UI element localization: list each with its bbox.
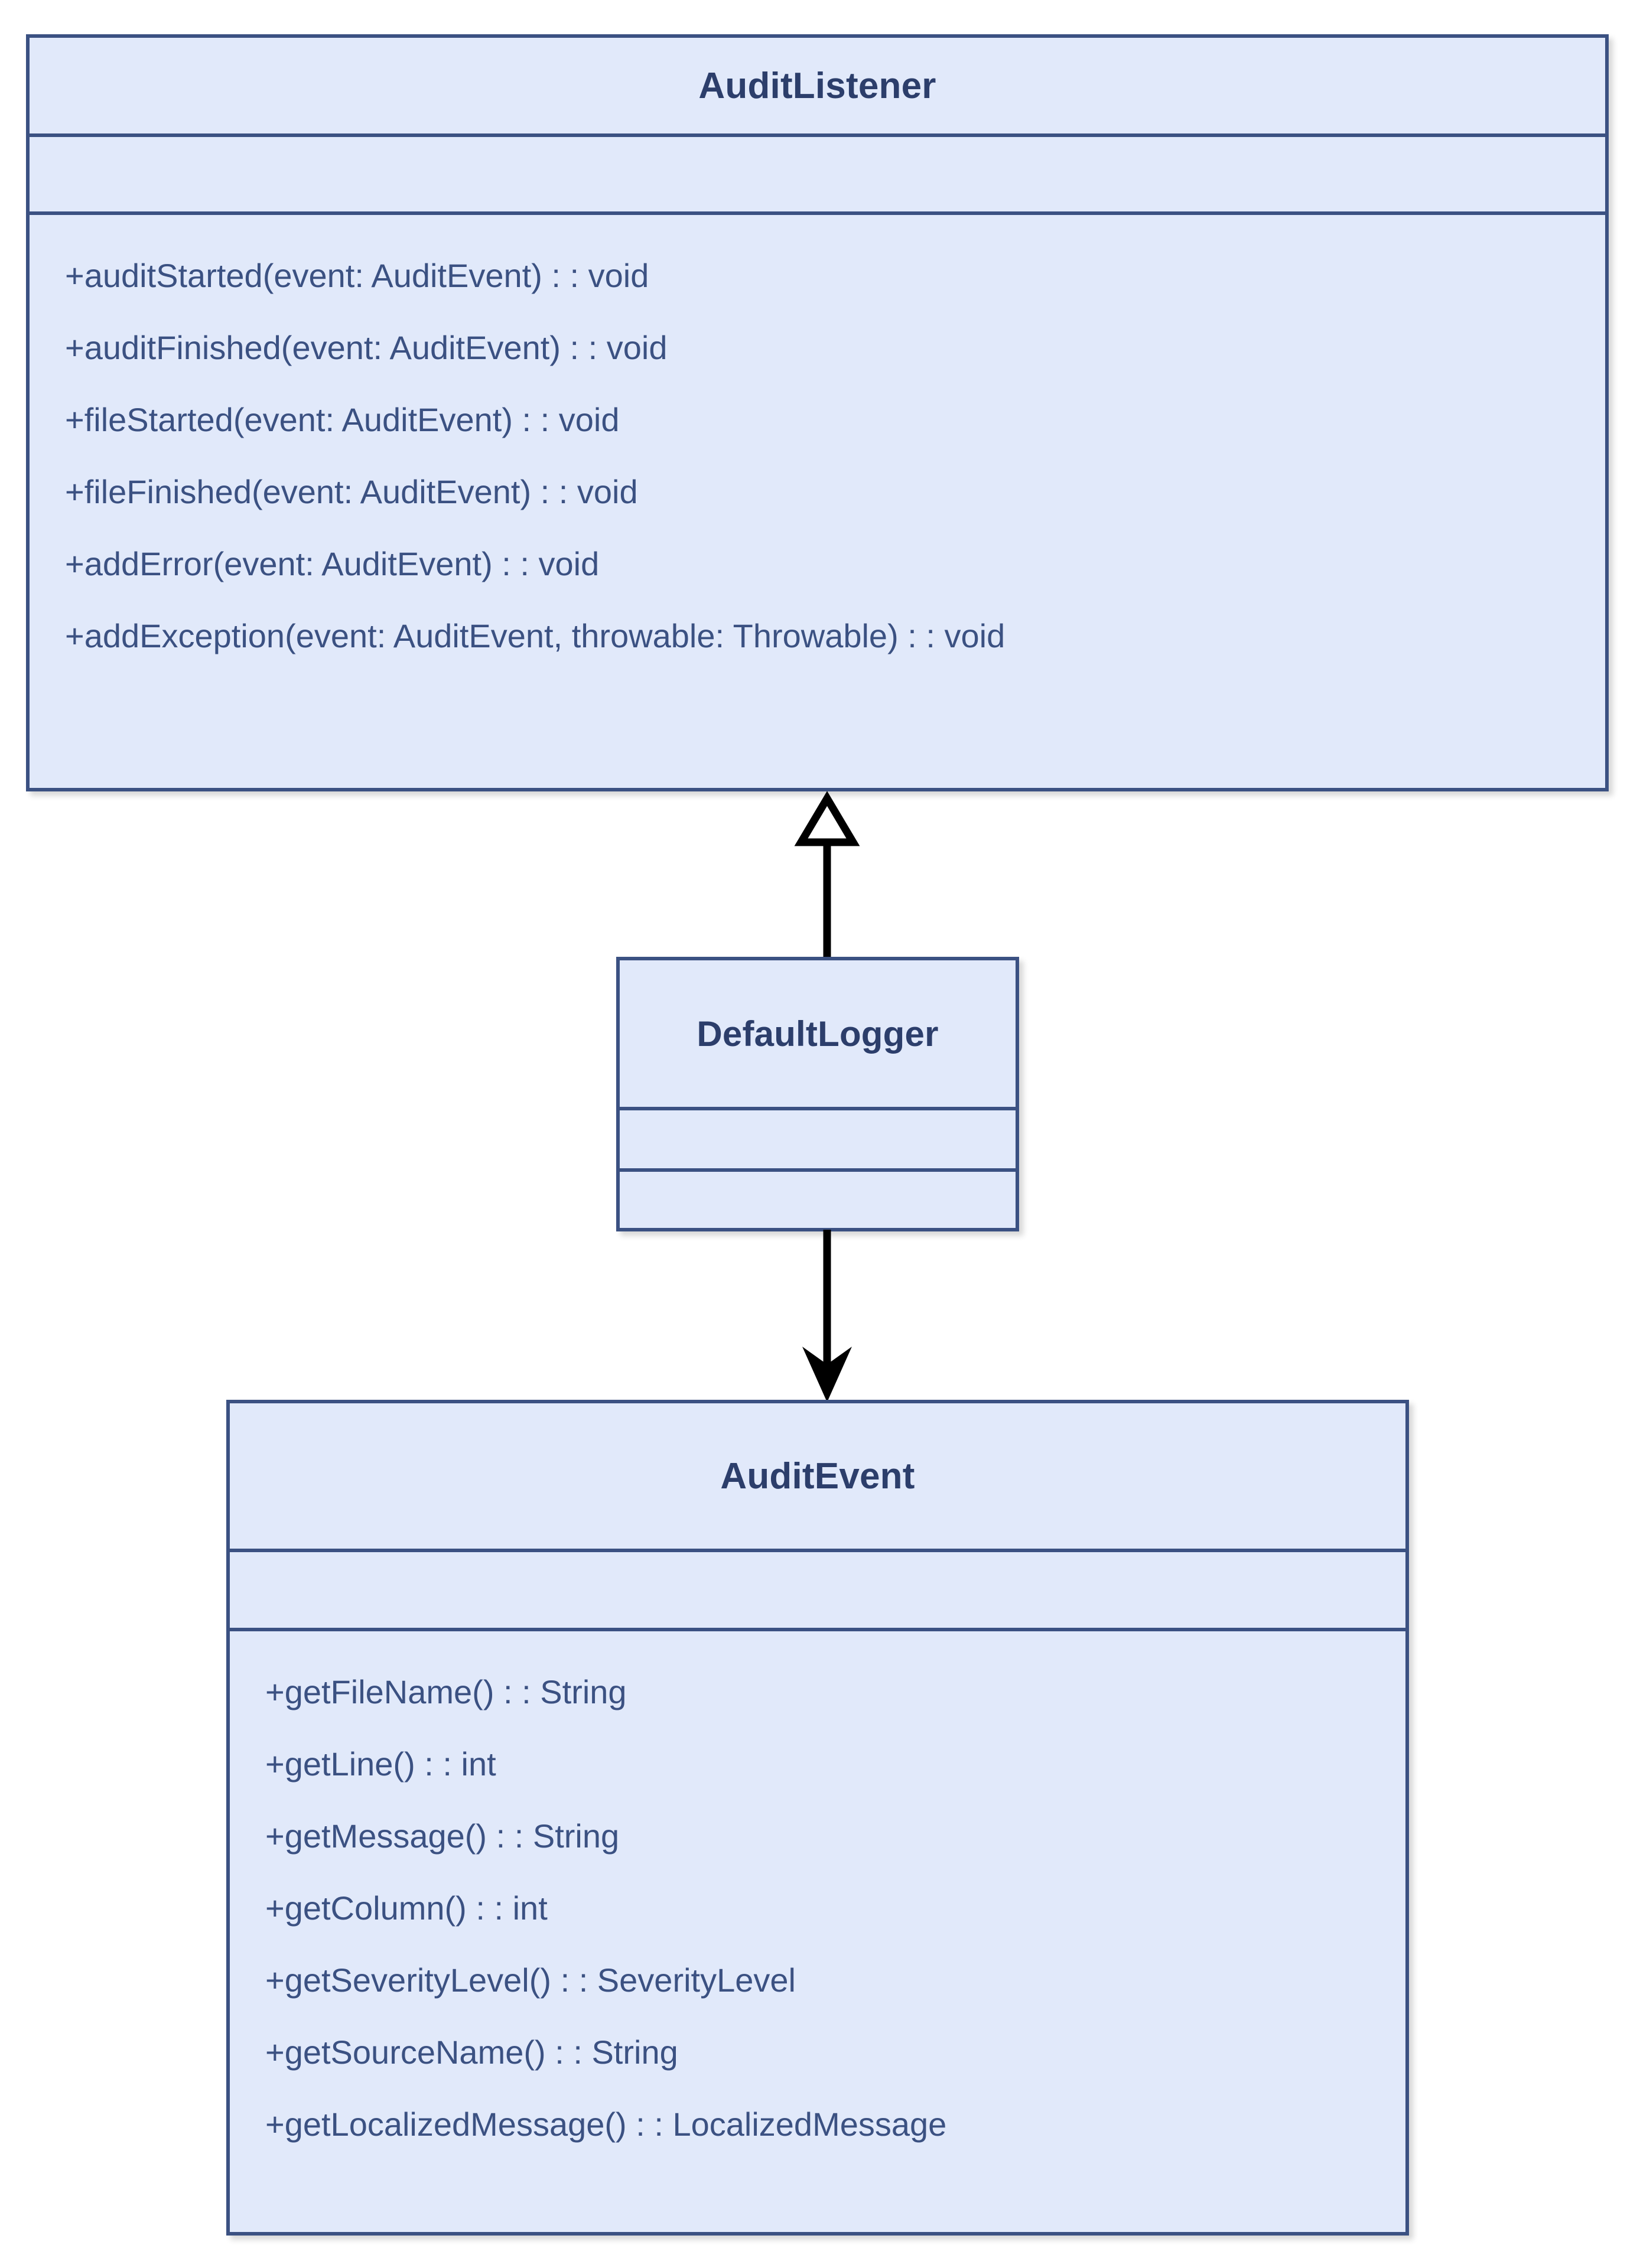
class-methods-audit-listener: +auditStarted(event: AuditEvent) : : voi…	[30, 215, 1605, 788]
class-box-audit-event[interactable]: AuditEvent +getFileName() : : String +ge…	[226, 1400, 1409, 2236]
association-arrow-icon	[802, 1230, 852, 1402]
method-row: +getLine() : : int	[265, 1745, 496, 1783]
method-row: +getFileName() : : String	[265, 1673, 627, 1710]
method-row: +getMessage() : : String	[265, 1817, 620, 1855]
method-row: +fileFinished(event: AuditEvent) : : voi…	[65, 473, 638, 510]
method-row: +fileStarted(event: AuditEvent) : : void	[65, 401, 620, 438]
class-title-default-logger: DefaultLogger	[620, 960, 1016, 1110]
method-row: +auditStarted(event: AuditEvent) : : voi…	[65, 257, 649, 294]
class-methods-audit-event: +getFileName() : : String +getLine() : :…	[230, 1631, 1405, 2232]
method-row: +addError(event: AuditEvent) : : void	[65, 545, 600, 582]
class-box-default-logger[interactable]: DefaultLogger	[616, 957, 1019, 1231]
method-row: +getSourceName() : : String	[265, 2034, 678, 2071]
connector-association-default-logger-to-audit-event	[792, 1230, 863, 1403]
generalization-arrow-icon	[794, 791, 860, 960]
method-row: +auditFinished(event: AuditEvent) : : vo…	[65, 329, 668, 366]
class-attributes-audit-event	[230, 1552, 1405, 1631]
class-attributes-audit-listener	[30, 137, 1605, 215]
class-title-audit-listener: AuditListener	[30, 38, 1605, 137]
method-row: +getLocalizedMessage() : : LocalizedMess…	[265, 2106, 947, 2143]
class-attributes-default-logger	[620, 1110, 1016, 1172]
connector-generalization-default-logger-to-audit-listener	[792, 790, 863, 960]
class-box-audit-listener[interactable]: AuditListener +auditStarted(event: Audit…	[26, 34, 1609, 791]
class-methods-default-logger	[620, 1172, 1016, 1228]
method-row: +getSeverityLevel() : : SeverityLevel	[265, 1961, 796, 1999]
method-row: +getColumn() : : int	[265, 1889, 548, 1927]
class-title-audit-event: AuditEvent	[230, 1403, 1405, 1552]
method-row: +addException(event: AuditEvent, throwab…	[65, 617, 1006, 654]
